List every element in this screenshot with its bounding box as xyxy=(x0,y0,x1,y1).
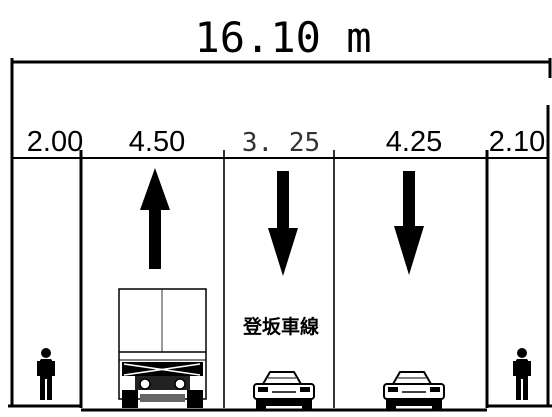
pedestrian-icon xyxy=(37,348,55,400)
lane-width-lane-down: 4.25 xyxy=(386,126,442,158)
road-surface xyxy=(8,404,552,412)
lane-width-sidewalk-left: 2.00 xyxy=(27,126,83,158)
lane-width-climbing-lane: 3. 25 xyxy=(242,128,320,158)
climbing-lane-label: 登坂車線 xyxy=(242,315,319,338)
truck-icon xyxy=(118,288,207,408)
total-width-label: 16.10 m xyxy=(194,13,371,62)
lane-width-lane-up: 4.50 xyxy=(129,126,185,158)
lane-width-sidewalk-right: 2.10 xyxy=(489,126,545,158)
pedestrian-icon xyxy=(513,348,531,400)
lane-boundaries xyxy=(10,110,550,408)
car-icon xyxy=(383,371,445,411)
car-icon xyxy=(253,371,315,411)
arrow-down-icon xyxy=(394,171,424,275)
arrow-down-icon xyxy=(268,171,298,276)
arrow-up-icon xyxy=(140,168,170,269)
